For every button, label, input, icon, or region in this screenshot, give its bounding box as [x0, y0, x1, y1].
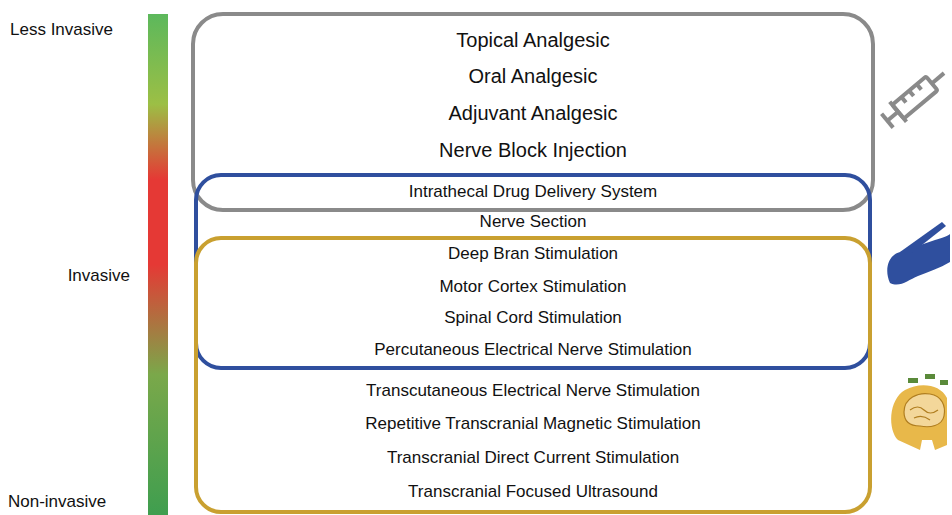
surgery-hand-icon — [887, 222, 950, 285]
treatment-item: Percutaneous Electrical Nerve Stimulatio… — [374, 341, 691, 360]
treatment-item: Repetitive Transcranial Magnetic Stimula… — [365, 415, 700, 434]
surgery-group-outline — [196, 175, 870, 368]
scale-label: Non-invasive — [8, 493, 106, 512]
treatment-item: Spinal Cord Stimulation — [444, 309, 622, 328]
treatment-item: Transcutaneous Electrical Nerve Stimulat… — [366, 382, 700, 401]
brain-head-icon — [891, 374, 948, 450]
treatment-item: Deep Bran Stimulation — [448, 245, 618, 264]
treatment-item: Transcranial Direct Current Stimulation — [387, 449, 679, 468]
treatment-item: Nerve Block Injection — [439, 139, 627, 161]
drug-group-outline — [193, 14, 873, 210]
stimulation-group-outline — [196, 238, 870, 512]
treatment-item: Oral Analgesic — [469, 65, 598, 87]
treatment-item: Nerve Section — [480, 213, 587, 232]
treatment-item: Adjuvant Analgesic — [448, 102, 617, 124]
invasiveness-bar — [148, 14, 168, 515]
scale-label: Less Invasive — [10, 21, 113, 40]
treatment-item: Motor Cortex Stimulation — [439, 278, 626, 297]
treatment-item: Intrathecal Drug Delivery System — [409, 183, 657, 202]
scale-label: Invasive — [68, 267, 130, 286]
treatment-item: Transcranial Focused Ultrasound — [408, 483, 658, 502]
treatment-item: Topical Analgesic — [456, 29, 609, 51]
syringe-icon — [879, 63, 952, 130]
